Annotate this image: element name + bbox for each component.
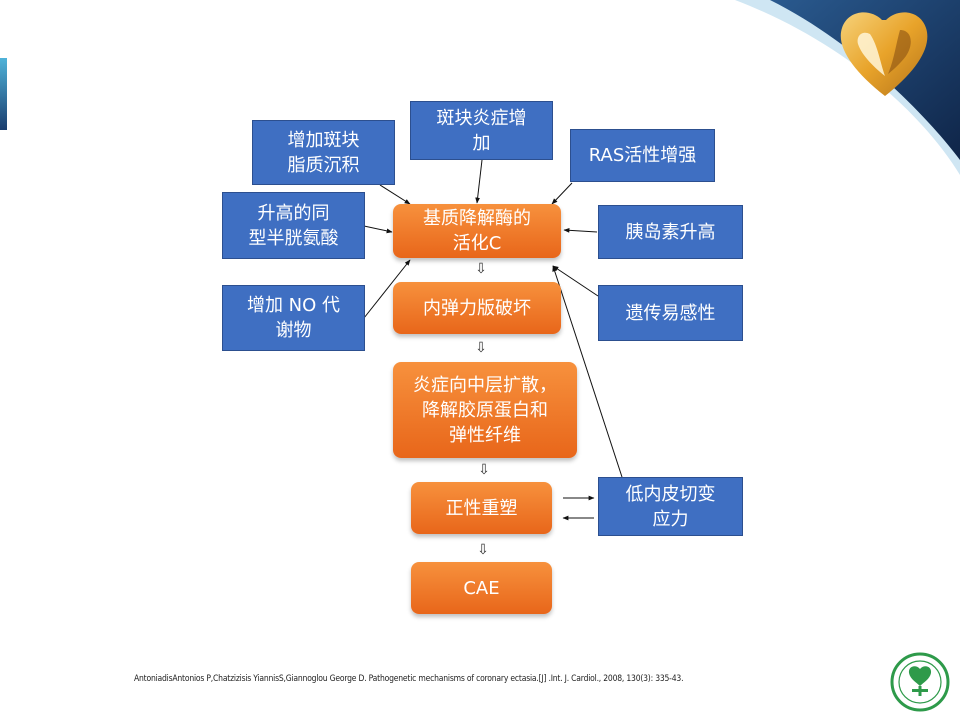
arrow-inflam-to-mmp [475,159,483,204]
node-ras-activity: RAS活性增强 [570,129,715,182]
arrow-no-to-mmp [363,259,411,319]
hospital-badge-icon [890,652,950,712]
reference-citation: AntoniadisAntonios P,Chatzizisis Yiannis… [134,674,684,684]
node-homocysteine: 升高的同 型半胱氨酸 [222,192,365,259]
node-no-metabolites: 增加 NO 代 谢物 [222,285,365,351]
node-elastic-lamina: 内弹力版破坏 [393,282,561,334]
arrow-genetic-to-mmp [552,265,599,297]
down-arrow-4: ⇩ [477,542,489,558]
node-plaque-lipid: 增加斑块 脂质沉积 [252,120,395,185]
node-plaque-inflammation: 斑块炎症增 加 [410,101,553,160]
arrow-lipid-to-mmp [379,184,411,205]
left-accent-bar [0,58,7,130]
down-arrow-1: ⇩ [475,261,487,277]
node-mmp-activation: 基质降解酶的 活化C [393,204,561,258]
node-inflammation-spread: 炎症向中层扩散， 降解胶原蛋白和 弹性纤维 [393,362,577,458]
arrow-ras-to-mmp [551,182,573,205]
down-arrow-3: ⇩ [478,462,490,478]
heart-logo-icon [840,12,928,96]
arrow-homocys-to-mmp [363,225,393,234]
arrow-insulin-to-mmp [563,227,598,233]
node-cae: CAE [411,562,552,614]
node-positive-remodeling: 正性重塑 [411,482,552,534]
arrow-shear-to-mmp [552,265,623,478]
node-genetic: 遗传易感性 [598,285,743,341]
down-arrow-2: ⇩ [475,340,487,356]
node-insulin: 胰岛素升高 [598,205,743,259]
node-low-shear-stress: 低内皮切变 应力 [598,477,743,536]
